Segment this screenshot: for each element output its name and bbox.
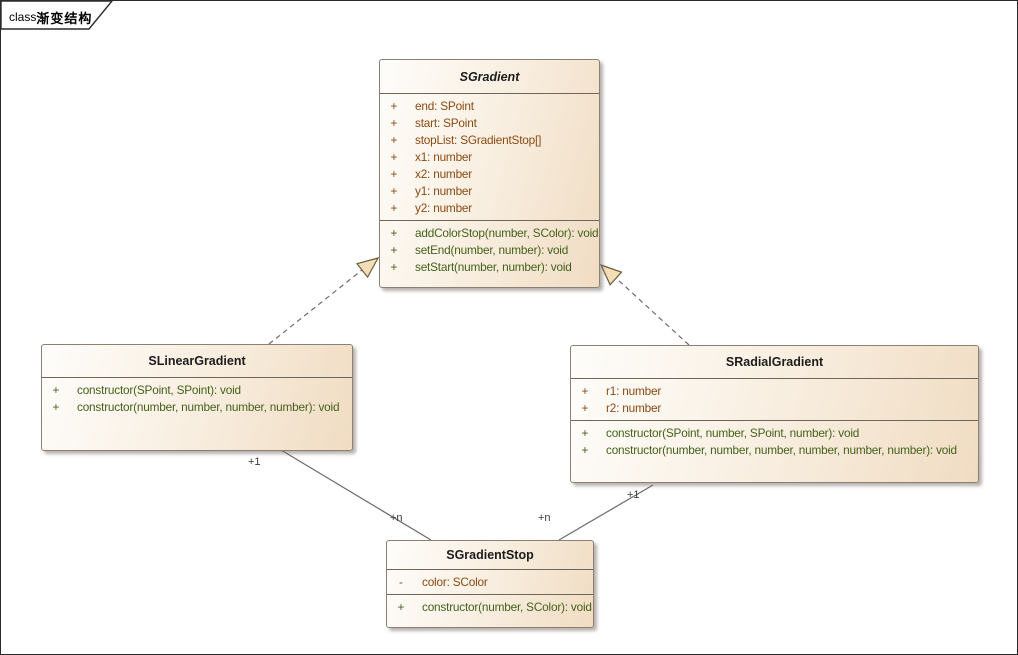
member-signature: setStart(number, number): void: [415, 260, 572, 274]
class-box-sgradientstop[interactable]: SGradientStop - color: SColor + constructo…: [386, 540, 594, 628]
member-signature: x1: number: [415, 150, 473, 164]
operations-compartment: + constructor(SPoint, number, SPoint, num…: [571, 420, 978, 482]
member-signature: addColorStop(number, SColor): void: [415, 226, 599, 240]
visibility-symbol: +: [581, 443, 589, 457]
visibility-symbol: +: [390, 150, 398, 164]
class-box-sradialgradient[interactable]: SRadialGradient + r1: number + r2: number +…: [570, 345, 979, 483]
member-signature: constructor(number, SColor): void: [422, 600, 592, 614]
visibility-symbol: +: [581, 426, 589, 440]
member-signature: r1: number: [606, 384, 662, 398]
member-signature: constructor(SPoint, number, SPoint, numb…: [606, 426, 860, 440]
class-box-sgradient[interactable]: SGradient + end: SPoint + start: SPoint + sto…: [379, 59, 600, 288]
member-signature: x2: number: [415, 167, 473, 181]
association-slineargradient-sgradientstop[interactable]: [280, 449, 432, 541]
member-row: + start: SPoint: [380, 115, 597, 132]
member-row: + r2: number: [571, 400, 976, 417]
member-row: + constructor(number, number, number, num…: [42, 399, 350, 416]
class-name-sradialgradient: SRadialGradient: [571, 346, 978, 379]
member-signature: setEnd(number, number): void: [415, 243, 569, 257]
visibility-symbol: +: [390, 184, 398, 198]
visibility-symbol: +: [390, 99, 398, 113]
member-row: + x1: number: [380, 149, 597, 166]
visibility-symbol: +: [581, 384, 589, 398]
member-signature: constructor(number, number, number, numb…: [606, 443, 957, 457]
class-name-slineargradient: SLinearGradient: [42, 345, 352, 378]
member-signature: y2: number: [415, 201, 473, 215]
member-signature: color: SColor: [422, 575, 488, 589]
class-box-slineargradient[interactable]: SLinearGradient + constructor(SPoint, SPo…: [41, 344, 353, 451]
member-signature: r2: number: [606, 401, 662, 415]
visibility-symbol: -: [399, 575, 403, 589]
member-signature: start: SPoint: [415, 116, 477, 130]
member-row: + setStart(number, number): void: [380, 259, 597, 276]
operations-compartment: + constructor(number, SColor): void: [387, 594, 593, 627]
visibility-symbol: +: [390, 167, 398, 181]
operations-compartment: + addColorStop(number, SColor): void + setE…: [380, 220, 599, 287]
frame-keyword: class: [9, 10, 37, 24]
class-name-sgradient: SGradient: [380, 60, 599, 94]
visibility-symbol: +: [390, 260, 398, 274]
visibility-symbol: +: [581, 401, 589, 415]
operations-compartment: + constructor(SPoint, SPoint): void + const…: [42, 378, 352, 450]
member-row: + r1: number: [571, 383, 976, 400]
visibility-symbol: +: [52, 400, 60, 414]
generalization-arrowhead: [355, 257, 380, 279]
member-row: + constructor(SPoint, number, SPoint, num…: [571, 425, 976, 442]
visibility-symbol: +: [390, 243, 398, 257]
multiplicity-label: +n: [538, 512, 551, 524]
multiplicity-label: +1: [248, 456, 261, 468]
member-signature: y1: number: [415, 184, 473, 198]
visibility-symbol: +: [390, 116, 398, 130]
member-signature: constructor(SPoint, SPoint): void: [77, 383, 241, 397]
member-row: + end: SPoint: [380, 98, 597, 115]
attributes-compartment: + end: SPoint + start: SPoint + stopList: SGr…: [380, 94, 599, 220]
member-row: + stopList: SGradientStop[]: [380, 132, 597, 149]
member-row: + constructor(number, SColor): void: [387, 599, 592, 616]
member-row: + y2: number: [380, 200, 597, 217]
member-signature: end: SPoint: [415, 99, 474, 113]
member-signature: stopList: SGradientStop[]: [415, 133, 542, 147]
visibility-symbol: +: [390, 133, 398, 147]
multiplicity-label: +1: [627, 489, 640, 501]
member-signature: constructor(number, number, number, numb…: [77, 400, 340, 414]
visibility-symbol: +: [390, 226, 398, 240]
member-row: + x2: number: [380, 166, 597, 183]
member-row: + addColorStop(number, SColor): void: [380, 225, 599, 242]
member-row: + setEnd(number, number): void: [380, 242, 597, 259]
visibility-symbol: +: [390, 201, 398, 215]
multiplicity-label: +n: [390, 512, 403, 524]
member-row: - color: SColor: [387, 574, 591, 591]
visibility-symbol: +: [52, 383, 60, 397]
attributes-compartment: + r1: number + r2: number: [571, 379, 978, 420]
generalization-arrowhead: [599, 263, 623, 286]
member-row: + constructor(number, number, number, num…: [571, 442, 976, 459]
member-row: + constructor(SPoint, SPoint): void: [42, 382, 350, 399]
diagram-title: 渐变结构: [36, 10, 93, 26]
member-row: + y1: number: [380, 183, 597, 200]
generalization-sradialgradient-sgradient[interactable]: [615, 277, 690, 346]
generalization-slineargradient-sgradient[interactable]: [268, 269, 363, 345]
attributes-compartment: - color: SColor: [387, 570, 593, 594]
visibility-symbol: +: [397, 600, 405, 614]
class-name-sgradientstop: SGradientStop: [387, 541, 593, 570]
